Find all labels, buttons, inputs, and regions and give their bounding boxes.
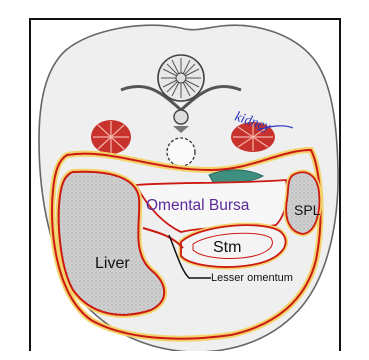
spleen-label: SPL xyxy=(294,202,321,218)
abdominal-cross-section-diagram: kidney Omental Bursa SPL Stm Liver Lesse… xyxy=(31,20,341,351)
stomach-label: Stm xyxy=(213,239,241,256)
omental-bursa-label: Omental Bursa xyxy=(146,197,250,214)
aorta xyxy=(167,138,195,166)
left-kidney xyxy=(91,120,131,154)
lesser-omentum-label: Lesser omentum xyxy=(211,272,293,284)
liver-label: Liver xyxy=(95,255,130,272)
diagram-frame: kidney Omental Bursa SPL Stm Liver Lesse… xyxy=(29,18,341,351)
